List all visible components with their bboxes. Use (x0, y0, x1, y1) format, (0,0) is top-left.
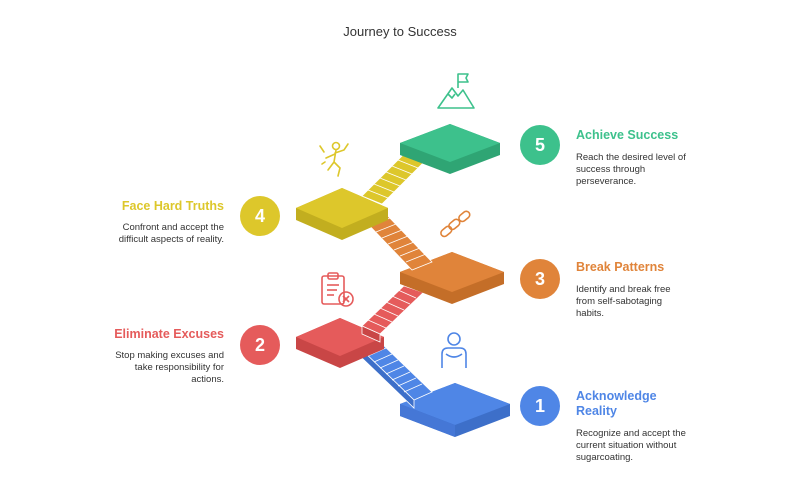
step-5-title: Achieve Success (576, 128, 679, 142)
flight-1-2 (361, 341, 433, 409)
step-2-badge: 2 (240, 325, 280, 365)
platform-4 (296, 188, 388, 240)
person-icon (441, 332, 467, 368)
platform-5 (400, 124, 500, 174)
clipboard-x-icon (321, 272, 354, 307)
diagram-title: Journey to Success (343, 24, 457, 39)
step-4-badge: 4 (240, 196, 280, 236)
step-4-title: Face Hard Truths (121, 199, 224, 213)
step-2-title: Eliminate Excuses (114, 327, 224, 341)
step-5-badge: 5 (520, 125, 560, 165)
step-3-badge: 3 (520, 259, 560, 299)
mountain-flag-icon (437, 73, 475, 109)
broken-chain-icon (440, 210, 471, 238)
flight-3-4 (363, 211, 433, 271)
step-3-title: Break Patterns (576, 260, 665, 274)
climber-icon (319, 141, 349, 177)
step-1-badge: 1 (520, 386, 560, 426)
